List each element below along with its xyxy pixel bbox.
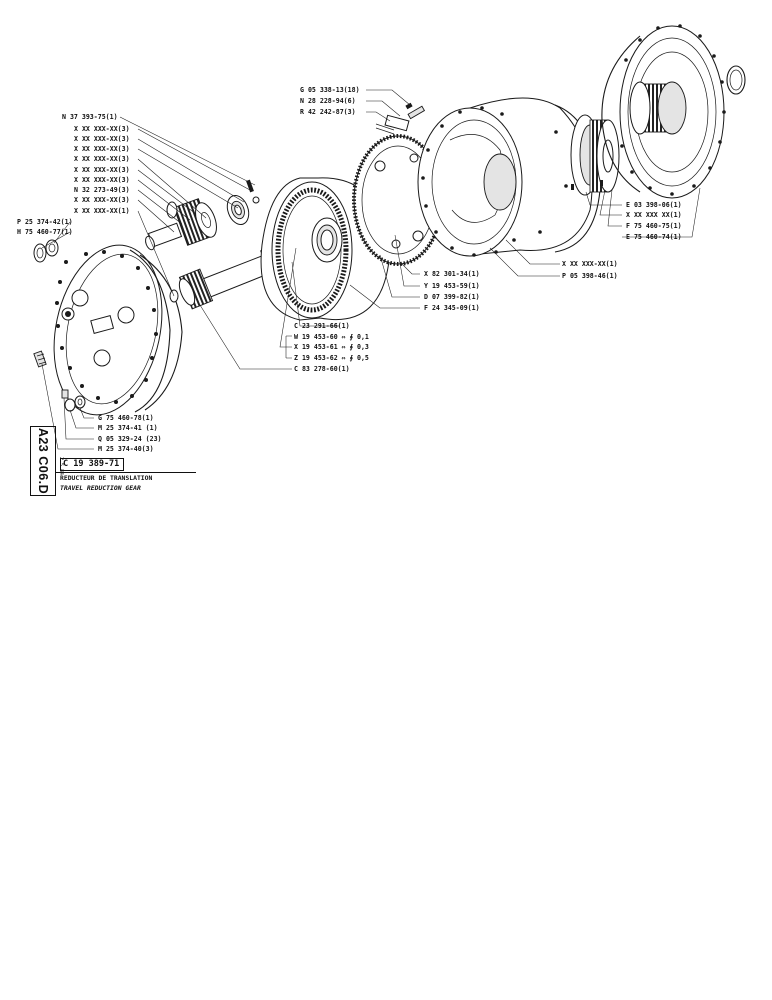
label-x10: X XX XXX-XX(1) bbox=[562, 260, 618, 268]
title-divider bbox=[56, 472, 196, 473]
group-code-box: A23 C06.D bbox=[30, 426, 56, 496]
label-c83: C 83 278-60(1) bbox=[294, 365, 350, 373]
bolt-set bbox=[375, 102, 426, 135]
planet-pin bbox=[145, 222, 183, 251]
label-x2: X XX XXX-XX(3) bbox=[74, 135, 130, 143]
o-ring bbox=[726, 65, 746, 95]
label-h75: H 75 460-77(1) bbox=[17, 228, 73, 236]
label-c23: C 23 291-66(1) bbox=[294, 322, 350, 330]
label-p25: P 25 374-42(1) bbox=[17, 218, 73, 226]
planet-gear bbox=[173, 198, 217, 246]
label-x82: X 82 301-34(1) bbox=[424, 270, 480, 278]
label-m25b: M 25 374-40(3) bbox=[98, 445, 154, 453]
planet-bearing bbox=[226, 194, 250, 226]
label-x19: X 19 453-61 ⇔ ∮ 0,3 bbox=[294, 343, 369, 351]
label-y19: Y 19 453-59(1) bbox=[424, 282, 480, 290]
label-x4: X XX XXX-XX(3) bbox=[74, 155, 130, 163]
label-d07: D 07 399-82(1) bbox=[424, 293, 480, 301]
part-labels: N 37 393-75(1) X XX XXX-XX(3) X XX XXX-X… bbox=[17, 86, 682, 453]
seal-ring bbox=[33, 239, 59, 263]
label-n28: N 28 228-94(6) bbox=[300, 97, 356, 105]
label-n32: N 32 273-49(3) bbox=[74, 186, 130, 194]
leader-lines bbox=[41, 89, 701, 450]
label-n37: N 37 393-75(1) bbox=[62, 113, 118, 121]
label-q05: Q 05 329-24 (23) bbox=[98, 435, 162, 443]
label-g05: G 05 338-13(18) bbox=[300, 86, 360, 94]
flange-bolts bbox=[571, 180, 603, 190]
label-x8: X XX XXX-XX(1) bbox=[74, 207, 130, 215]
label-e75: E 75 460-74(1) bbox=[626, 233, 682, 241]
label-z19: Z 19 453-62 ⇔ ∮ 0,5 bbox=[294, 354, 369, 362]
label-m25a: M 25 374-41 (1) bbox=[98, 424, 158, 432]
label-e03: E 03 398-06(1) bbox=[626, 201, 682, 209]
drawing-number: C 19 389-71 bbox=[60, 458, 124, 471]
label-x1: X XX XXX-XX(3) bbox=[74, 125, 130, 133]
plug bbox=[33, 350, 47, 368]
retaining-pin bbox=[246, 179, 260, 204]
title-french: REDUCTEUR DE TRANSLATION bbox=[60, 474, 153, 482]
label-r42: R 42 242-87(3) bbox=[300, 108, 356, 116]
label-x7: X XX XXX-XX(3) bbox=[74, 196, 130, 204]
label-f75: F 75 460-75(1) bbox=[626, 222, 682, 230]
title-english: TRAVEL REDUCTION GEAR bbox=[60, 484, 141, 492]
label-f24: F 24 345-09(1) bbox=[424, 304, 480, 312]
label-p05: P 05 398-46(1) bbox=[562, 272, 618, 280]
label-x6: X XX XXX-XX(3) bbox=[74, 176, 130, 184]
end-cover bbox=[53, 244, 183, 416]
group-code: A23 C06.D bbox=[36, 427, 50, 495]
title-block: A23 C06.D 2.5.84 C 19 389-71 REDUCTEUR D… bbox=[30, 426, 230, 496]
drive-hub bbox=[601, 24, 726, 199]
main-bearing bbox=[570, 114, 620, 196]
drain-plug-washer bbox=[61, 389, 86, 412]
label-w19: W 19 453-60 ⇔ ∮ 0,1 bbox=[294, 333, 369, 341]
gear-housing bbox=[417, 97, 601, 257]
label-x5: X XX XXX-XX(3) bbox=[74, 166, 130, 174]
label-x3: X XX XXX-XX(3) bbox=[74, 145, 130, 153]
label-g75: G 75 460-78(1) bbox=[98, 414, 154, 422]
label-x9: X XX XXX XX(1) bbox=[626, 211, 682, 219]
